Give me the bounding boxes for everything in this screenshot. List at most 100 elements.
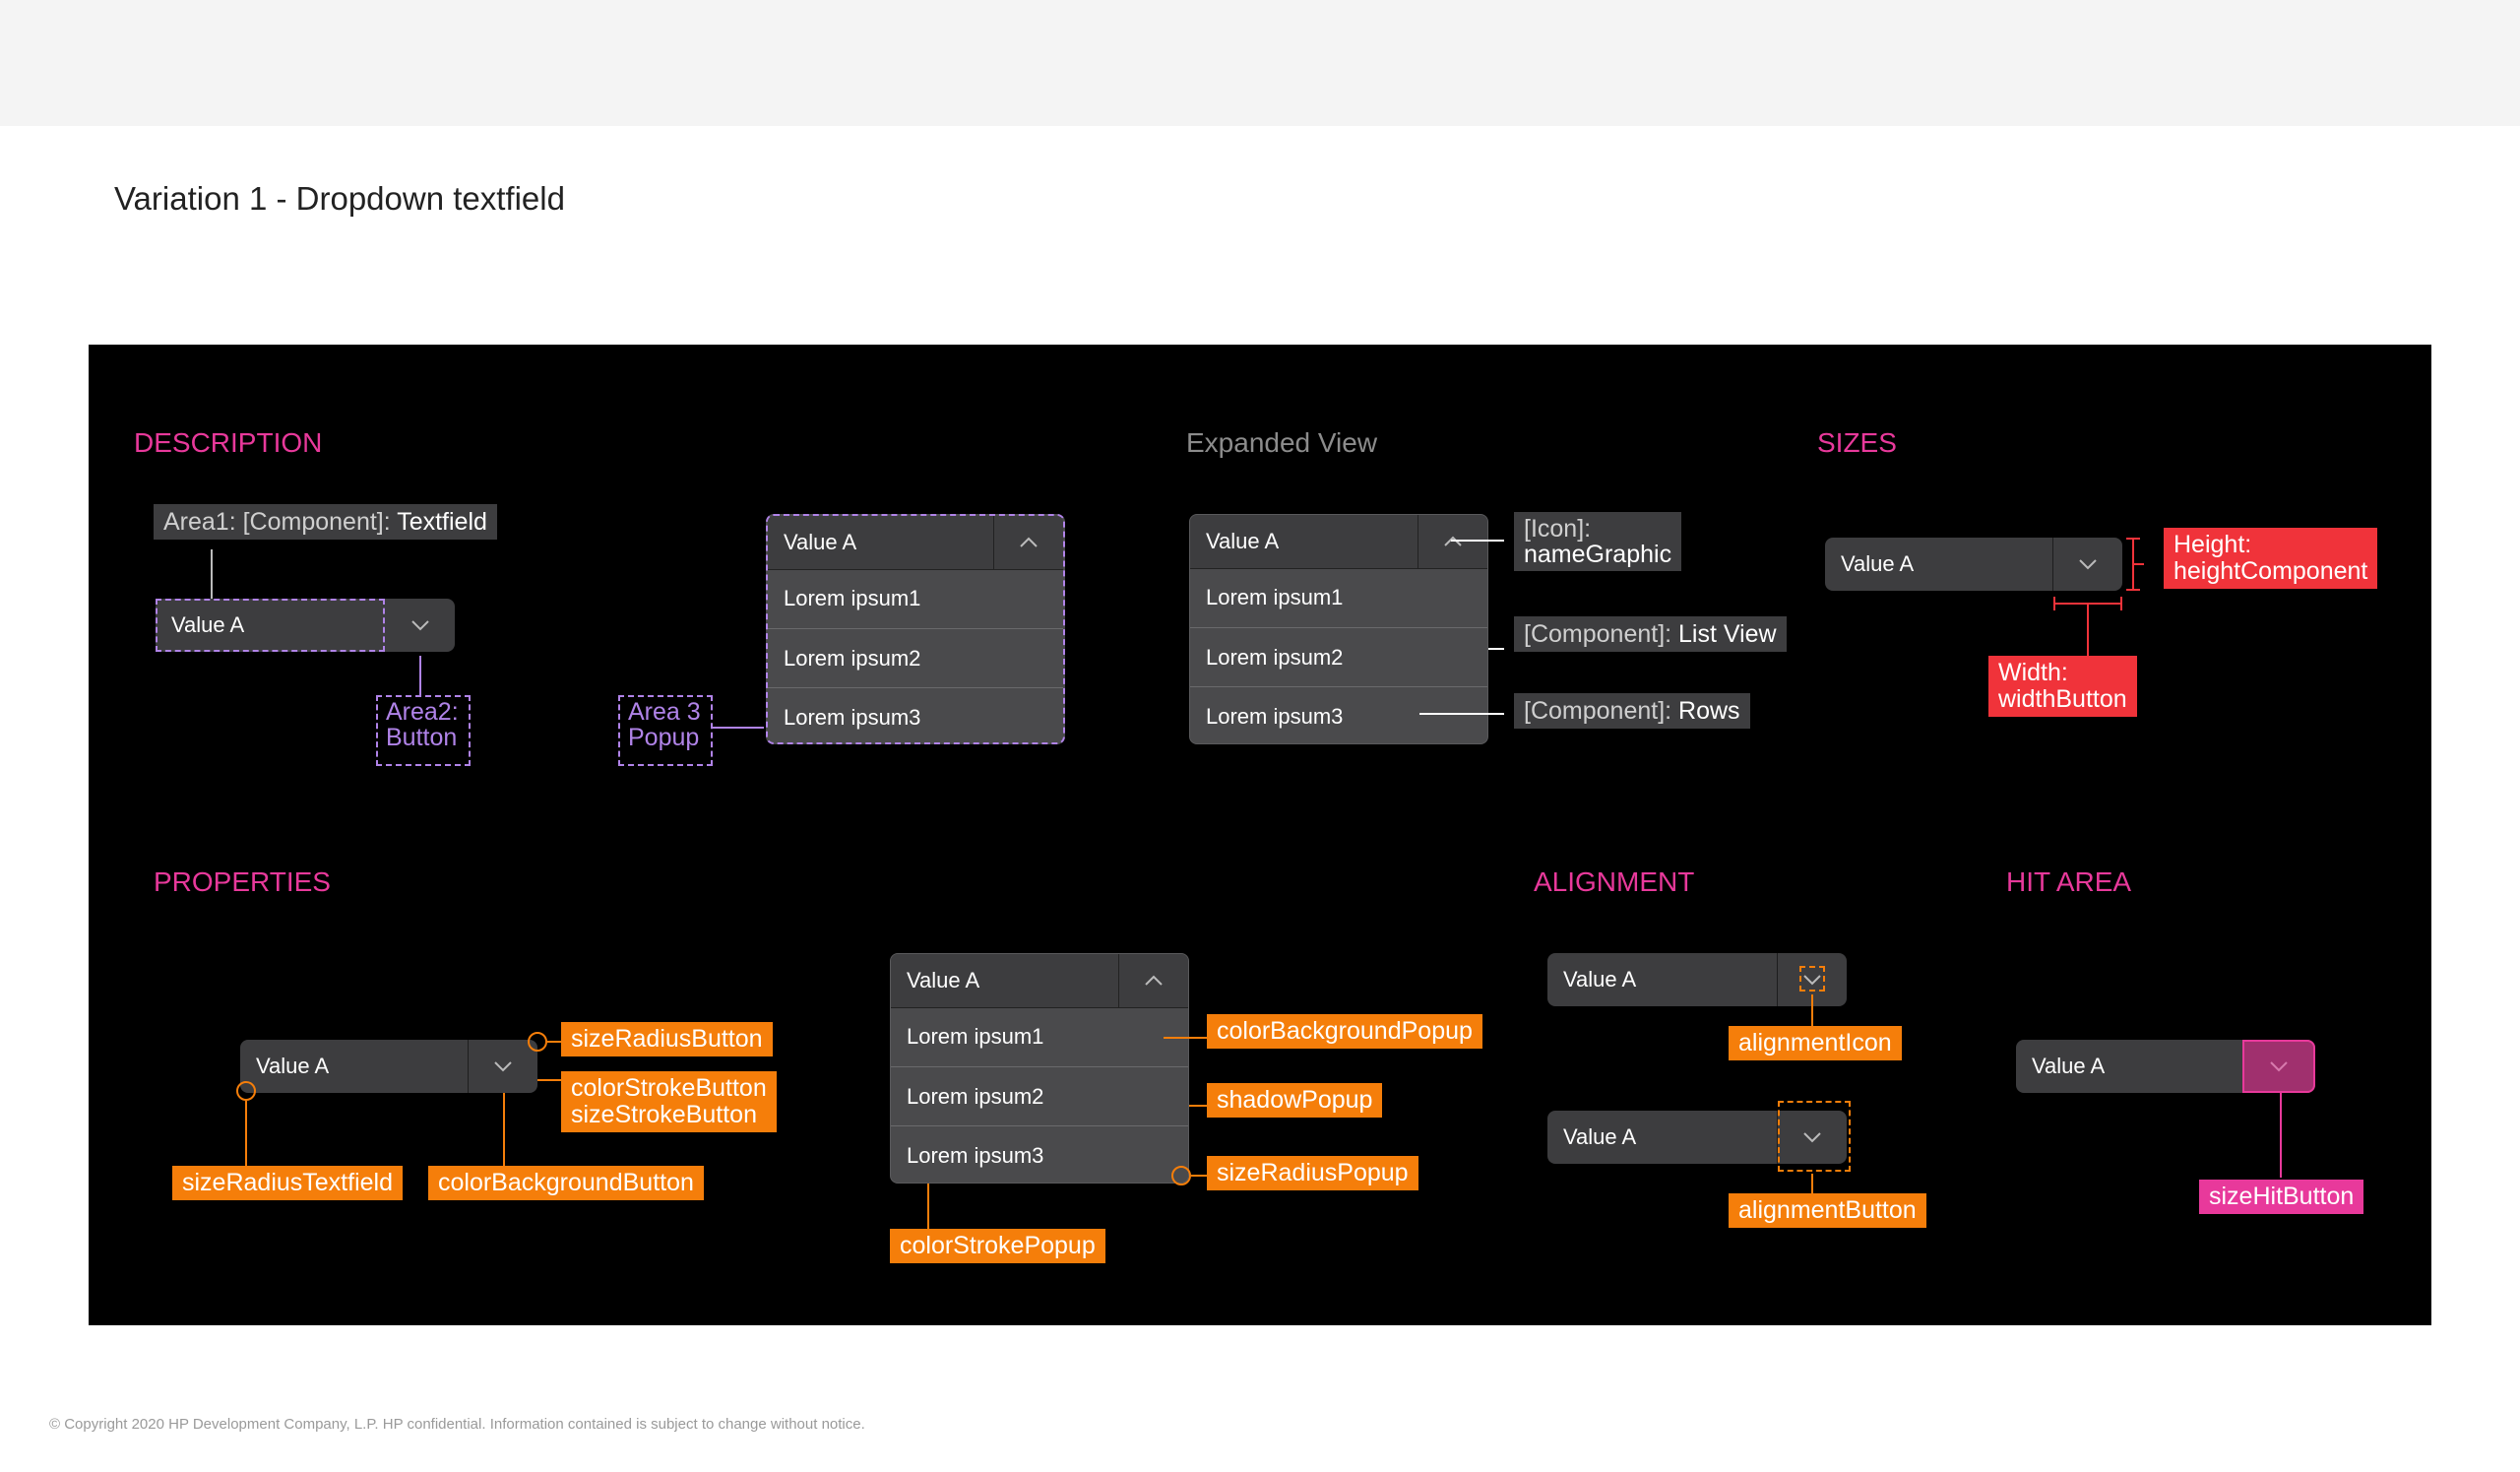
connector-stroke-button [537, 1079, 581, 1081]
dropdown-textfield-description[interactable]: Value A [156, 599, 455, 652]
list-item[interactable]: Lorem ipsum2 [1190, 627, 1487, 686]
section-properties-heading: PROPERTIES [154, 866, 331, 897]
popup-header-button[interactable] [993, 516, 1063, 569]
connector-icon [1451, 540, 1504, 542]
dropdown-textfield-alignment-button[interactable]: Value A [1547, 1101, 1851, 1172]
section-expanded-heading: Expanded View [1186, 427, 1378, 458]
section-hit-area-heading: HIT AREA [2006, 866, 2132, 897]
list-item[interactable]: Lorem ipsum3 [891, 1125, 1188, 1183]
chevron-down-icon [2270, 1061, 2288, 1072]
size-radius-textfield-label: sizeRadiusTextfield [172, 1166, 403, 1200]
dropdown-button[interactable] [386, 599, 455, 652]
chevron-up-icon [1145, 975, 1163, 986]
dropdown-button[interactable] [1777, 953, 1847, 1006]
section-alignment-heading: ALIGNMENT [1534, 866, 1695, 897]
width-label-value: widthButton [1998, 685, 2127, 713]
height-indicator-cap-bottom [2126, 589, 2140, 591]
popup-header-value: Value A [907, 968, 980, 992]
dropdown-button[interactable] [1777, 1101, 1851, 1172]
dropdown-value: Value A [1841, 551, 1915, 576]
connector-listview [1488, 648, 1504, 650]
hit-area-button[interactable] [2242, 1040, 2315, 1093]
popup-properties: Value A Lorem ipsum1 Lorem ipsum2 Lorem … [890, 953, 1189, 1184]
width-label-title: Width: [1998, 659, 2068, 686]
listview-label-prefix: [Component]: [1524, 620, 1679, 648]
width-label: Width:widthButton [1988, 656, 2137, 717]
dropdown-value: Value A [1563, 967, 1637, 992]
list-item[interactable]: Lorem ipsum1 [907, 1024, 1044, 1049]
textfield-area-outline [156, 599, 385, 652]
dropdown-value: Value A [171, 612, 245, 637]
height-label-value: heightComponent [2174, 557, 2368, 585]
connector-alignment-icon [1811, 994, 1813, 1038]
dropdown-textfield-properties[interactable]: Value A [240, 1040, 537, 1093]
list-item[interactable]: Lorem ipsum2 [768, 628, 1063, 687]
area1-label-name: Textfield [397, 508, 487, 536]
connector-alignment-button [1811, 1174, 1813, 1203]
alignment-button-label: alignmentButton [1729, 1193, 1926, 1228]
chevron-down-icon [494, 1061, 512, 1072]
area3-label: Area 3 Popup [618, 695, 713, 766]
popup-header[interactable]: Value A [1190, 515, 1487, 569]
connector-hit-area [2280, 1093, 2282, 1178]
list-item[interactable]: Lorem ipsum2 [891, 1066, 1188, 1125]
height-label-title: Height: [2174, 531, 2252, 558]
chevron-up-icon [1020, 537, 1038, 547]
page-title: Variation 1 - Dropdown textfield [114, 180, 565, 217]
chevron-down-icon [411, 620, 429, 631]
dropdown-value: Value A [256, 1054, 330, 1078]
popup-header-button[interactable] [1418, 515, 1487, 568]
icon-name-label: [Icon]:nameGraphic [1514, 512, 1682, 571]
popup-expanded: Value A Lorem ipsum1 Lorem ipsum2 Lorem … [1189, 514, 1488, 744]
chevron-down-icon [1803, 1132, 1821, 1143]
popup-header[interactable]: Value A [891, 954, 1188, 1008]
area1-label-prefix: Area1: [Component]: [163, 508, 398, 536]
list-item[interactable]: Lorem ipsum1 [1206, 585, 1344, 609]
shadow-popup-label: shadowPopup [1207, 1083, 1383, 1118]
listview-label: [Component]: List View [1514, 616, 1787, 652]
dropdown-textfield-alignment-icon[interactable]: Value A [1547, 953, 1847, 1006]
radius-textfield-marker [236, 1081, 256, 1101]
popup-header[interactable]: Value A [768, 516, 1063, 570]
color-stroke-popup-label: colorStrokePopup [890, 1229, 1105, 1263]
connector-stroke-popup [927, 1184, 929, 1239]
icon-label-prefix: [Icon]: [1524, 515, 1592, 543]
icon-alignment-outline [1799, 966, 1825, 992]
chevron-down-icon [1803, 975, 1821, 986]
connector-area3 [713, 727, 764, 729]
list-item[interactable]: Lorem ipsum3 [768, 687, 1063, 742]
connector-area1 [211, 549, 213, 603]
chevron-down-icon [2079, 559, 2097, 570]
size-hit-button-label: sizeHitButton [2199, 1180, 2364, 1214]
dropdown-button[interactable] [468, 1040, 537, 1093]
height-indicator-cap-top [2126, 538, 2140, 540]
dropdown-button[interactable] [2052, 538, 2122, 591]
popup-header-value: Value A [784, 530, 857, 554]
dropdown-textfield-hit-area[interactable]: Value A [2016, 1040, 2315, 1093]
area2-label: Area2: Button [376, 695, 471, 766]
height-label: Height:heightComponent [2164, 528, 2378, 589]
width-indicator [2053, 603, 2122, 605]
list-item[interactable]: Lorem ipsum3 [1190, 686, 1487, 743]
button-alignment-outline [1778, 1101, 1851, 1172]
size-stroke-button-text: sizeStrokeButton [571, 1101, 757, 1128]
radius-popup-marker [1171, 1166, 1191, 1185]
rows-label-prefix: [Component]: [1524, 697, 1679, 725]
popup-header-value: Value A [1206, 529, 1280, 553]
dropdown-value: Value A [2032, 1054, 2106, 1078]
dropdown-textfield-sizes[interactable]: Value A [1825, 538, 2122, 591]
color-background-button-label: colorBackgroundButton [428, 1166, 704, 1200]
section-description-heading: DESCRIPTION [134, 427, 323, 458]
connector-radius-textfield [245, 1101, 247, 1168]
color-background-popup-label: colorBackgroundPopup [1207, 1014, 1482, 1049]
top-bar [0, 0, 2520, 126]
radius-button-marker [528, 1032, 547, 1052]
popup-header-button[interactable] [1118, 954, 1188, 1007]
width-indicator-cap-right [2120, 597, 2122, 610]
list-item[interactable]: Lorem ipsum1 [784, 586, 921, 610]
width-indicator-cap-left [2053, 597, 2055, 610]
rows-label: [Component]: Rows [1514, 693, 1750, 729]
size-radius-popup-label: sizeRadiusPopup [1207, 1156, 1418, 1190]
color-stroke-button-text: colorStrokeButton [571, 1074, 767, 1102]
